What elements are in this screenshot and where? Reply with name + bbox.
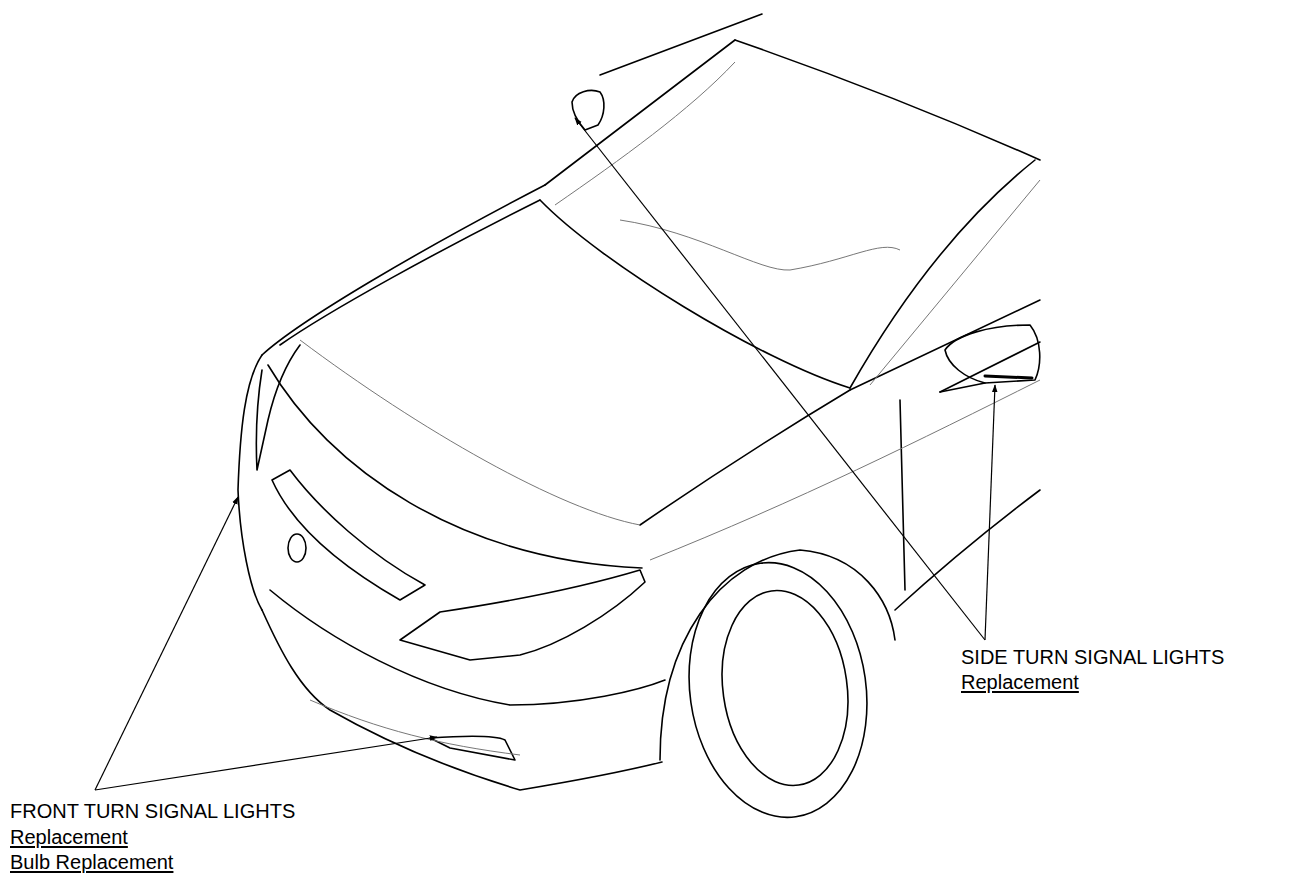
procedure-link: Replacement xyxy=(10,826,128,848)
car-detail-lines xyxy=(300,62,1040,755)
procedure-link: Bulb Replacement xyxy=(10,851,173,873)
leader-lines xyxy=(95,118,995,790)
part-name: FRONT TURN SIGNAL LIGHTS xyxy=(10,800,295,822)
procedure-link: Replacement xyxy=(961,671,1079,693)
car-outline xyxy=(238,14,1040,829)
part-name: SIDE TURN SIGNAL LIGHTS xyxy=(961,646,1224,668)
